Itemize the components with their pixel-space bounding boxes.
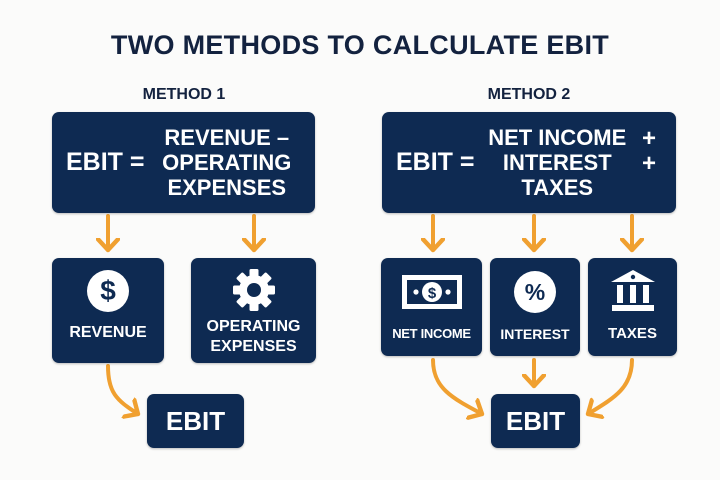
formula1-line-1: REVENUE – [164,125,290,150]
formula2-lhs: EBIT = [396,148,475,176]
dollar-circle-icon: $ [87,270,129,312]
svg-text:$: $ [100,275,116,306]
component-revenue: $ REVENUE [52,258,164,363]
method2-label: METHOD 2 [487,86,571,103]
formula1-line-3: EXPENSES [167,175,287,200]
taxes-label: TAXES [608,325,657,342]
opex-label-line-1: OPERATING [206,318,301,335]
method1-label: METHOD 1 [142,86,226,103]
gear-icon [232,269,275,311]
formula2-operators: + + [636,126,662,176]
method2-result-ebit: EBIT [491,394,580,448]
formula2-line-2: INTEREST [502,150,612,175]
percent-circle-icon: % [514,271,556,313]
banknote-icon: $ [401,275,462,309]
net-income-label: NET INCOME [392,326,471,341]
formula1-rhs: REVENUE – OPERATING EXPENSES [149,125,306,200]
formula2-line-1: NET INCOME [488,125,627,150]
component-net-income: $ NET INCOME [381,258,482,356]
opex-label-line-2: EXPENSES [210,338,297,355]
method1-formula-box: EBIT = REVENUE – OPERATING EXPENSES [52,112,315,213]
formula2-line-3: TAXES [521,175,594,200]
component-operating-expenses: OPERATING EXPENSES [191,258,316,363]
formula1-lhs: EBIT = [66,148,145,176]
svg-text:$: $ [427,285,436,302]
diagram-title: TWO METHODS TO CALCULATE EBIT [110,30,610,60]
plus-operator-1: + [641,124,656,152]
component-interest: % INTEREST [490,258,580,356]
arrow-revenue-to-ebit [106,364,138,414]
plus-operator-2: + [641,149,656,177]
bank-building-icon [610,270,655,311]
method1-result-ebit: EBIT [147,394,244,448]
method2-formula-box: EBIT = NET INCOME INTEREST TAXES + + [382,112,676,213]
formula1-line-2: OPERATING [162,150,292,175]
arrow-taxes-to-ebit [588,358,634,414]
revenue-label: REVENUE [69,324,147,341]
interest-label: INTEREST [500,326,570,342]
arrow-netincome-to-ebit [431,358,482,414]
svg-text:%: % [525,279,545,305]
component-taxes: TAXES [588,258,677,356]
operating-expenses-label: OPERATING EXPENSES [207,317,301,357]
formula2-rhs: NET INCOME INTEREST TAXES [479,125,637,200]
